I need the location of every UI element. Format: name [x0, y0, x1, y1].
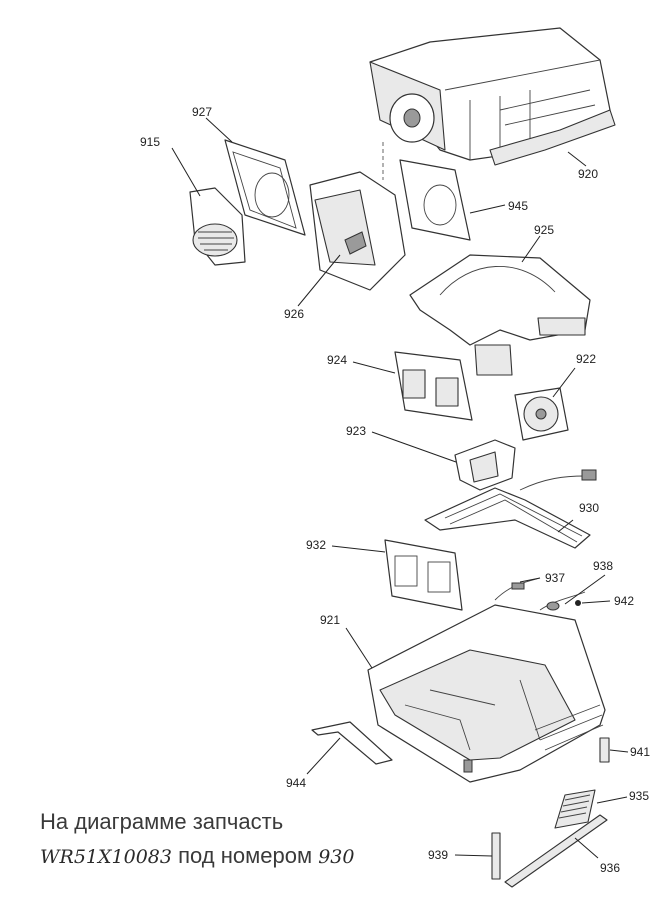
leader-lines: [171, 117, 629, 859]
part-942-screw: [575, 600, 581, 606]
caption: На диаграмме запчасть WR51X10083 под ном…: [40, 805, 420, 874]
caption-middle: под номером: [178, 843, 313, 868]
callout-944: 944: [286, 776, 306, 790]
callout-945: 945: [508, 199, 528, 213]
callout-927: 927: [192, 105, 212, 119]
part-944-strip: [311, 721, 393, 765]
callout-935: 935: [629, 789, 649, 803]
part-923-bracket: [454, 439, 516, 491]
callout-936: 936: [600, 861, 620, 875]
callout-925: 925: [534, 223, 554, 237]
callout-921: 921: [320, 613, 340, 627]
callout-941: 941: [630, 745, 650, 759]
caption-line-2: WR51X10083 под номером 930: [40, 839, 420, 874]
part-941-clip: [599, 737, 610, 763]
callout-923: 923: [346, 424, 366, 438]
part-932-gasket: [384, 539, 463, 611]
callout-labels: 915 927 920 945 926 925 924 922 923 930 …: [140, 105, 650, 875]
part-927-gasket: [224, 139, 306, 236]
callout-939: 939: [428, 848, 448, 862]
part-925-duct-tray: [409, 254, 591, 376]
callout-938: 938: [593, 559, 613, 573]
caption-line-1: На диаграмме запчасть: [40, 809, 284, 834]
callout-937: 937: [545, 571, 565, 585]
part-938-connector: [539, 591, 586, 611]
callout-922: 922: [576, 352, 596, 366]
part-936-rail: [504, 814, 608, 888]
callout-942: 942: [614, 594, 634, 608]
callout-924: 924: [327, 353, 347, 367]
part-930-heater: [424, 469, 597, 549]
callout-920: 920: [578, 167, 598, 181]
part-926-cover: [309, 171, 406, 291]
part-935-grille: [554, 789, 596, 829]
part-922-fan: [514, 387, 569, 441]
part-945-pad: [399, 159, 471, 241]
part-920-housing: [369, 27, 616, 166]
part-924-bracket: [394, 351, 473, 421]
part-939-spacer: [491, 832, 501, 880]
part-915-fan-shroud: [189, 187, 246, 266]
part-921-pan: [367, 604, 606, 783]
callout-930: 930: [579, 501, 599, 515]
callout-926: 926: [284, 307, 304, 321]
part-937-wire: [494, 577, 541, 601]
callout-915: 915: [140, 135, 160, 149]
caption-callout-number: 930: [318, 846, 355, 868]
caption-part-number: WR51X10083: [40, 846, 172, 868]
callout-932: 932: [306, 538, 326, 552]
